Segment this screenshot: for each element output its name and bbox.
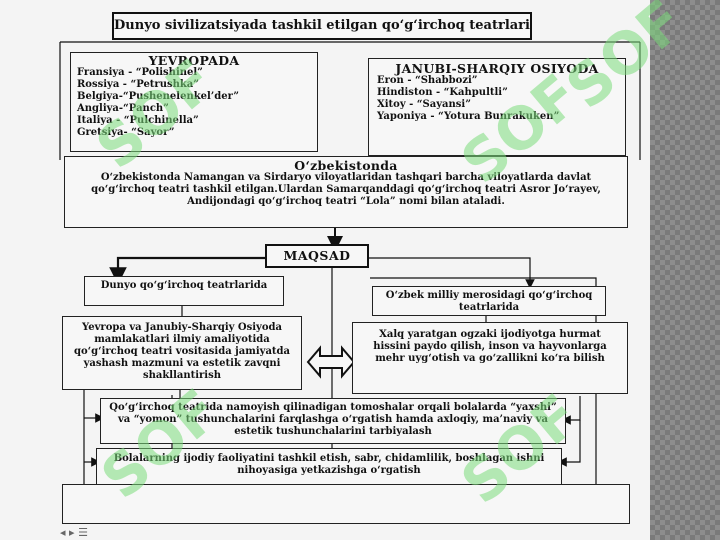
uzbekistan-heading: O‘zbekistonda (294, 158, 398, 173)
europe-list: Fransiya - “Polishinel”Rossiya - “Petrus… (77, 67, 311, 139)
europe-list-item: Italiya - “Pulchinella” (77, 115, 199, 126)
connector-line (370, 277, 601, 499)
connector-line (368, 257, 535, 289)
asia-heading: JANUBI-SHARQIY OSIYODA (395, 61, 599, 76)
asia-list-item: Eron - “Shabbozi” (377, 75, 478, 86)
asia-list-item: Yaponiya - “Yotura Bunrakuken” (377, 111, 560, 122)
asia-box: JANUBI-SHARQIY OSIYODA Eron - “Shabbozi”… (368, 58, 626, 156)
uzbekistan-text: O‘zbekistonda Namangan va Sirdaryo viloy… (91, 172, 601, 207)
connector-line (109, 256, 265, 285)
national-goal-description: Xalq yaratgan ogzaki ijodiyotga hurmat h… (352, 322, 628, 394)
europe-list-item: Gretsiya- “Sayor” (77, 127, 175, 138)
next-slide-icon[interactable]: ▸ (69, 526, 75, 539)
world-theatres-box: Dunyo qo‘g‘irchoq teatrlarida (84, 276, 284, 306)
previous-slide-icon[interactable]: ◂ (60, 526, 66, 539)
asia-list-item: Xitoy - “Sayansi” (377, 99, 471, 110)
national-theatres-box: O‘zbek milliy merosidagi qo‘g‘irchoq tea… (372, 286, 606, 316)
asia-list: Eron - “Shabbozi”Hindiston - “Kahpultli”… (377, 75, 617, 123)
menu-icon[interactable]: ☰ (78, 526, 88, 539)
asia-list-item: Hindiston - “Kahpultli” (377, 87, 508, 98)
world-goal-description: Yevropa va Janubiy-Sharqiy Osiyoda mamla… (62, 316, 302, 390)
diagram-title: Dunyo sivilizatsiyada tashkil etilgan qo… (112, 12, 532, 40)
slide-navigation[interactable]: ◂ ▸ ☰ (60, 526, 88, 539)
europe-heading: YEVROPADA (148, 53, 240, 68)
decorative-side-strip (650, 0, 720, 540)
double-arrow (306, 345, 356, 379)
europe-list-item: Fransiya - “Polishinel” (77, 67, 203, 78)
uzbekistan-box: O‘zbekistonda O‘zbekistonda Namangan va … (64, 156, 628, 228)
europe-list-item: Belgiya-“Pushenelenkel’der” (77, 91, 240, 102)
connector-line (557, 420, 581, 467)
goal-box: MAQSAD (265, 244, 369, 268)
europe-box: YEVROPADA Fransiya - “Polishinel”Rossiya… (70, 52, 318, 152)
moral-education-box: Qo‘g‘irchoq teatrida namoyish qilinadiga… (100, 398, 566, 444)
empty-result-box (62, 484, 630, 524)
europe-list-item: Angliya-“Panch” (77, 103, 169, 114)
europe-list-item: Rossiya - “Petrushka” (77, 79, 200, 90)
creative-activity-box: Bolalarning ijodiy faoliyatini tashkil e… (96, 448, 562, 488)
